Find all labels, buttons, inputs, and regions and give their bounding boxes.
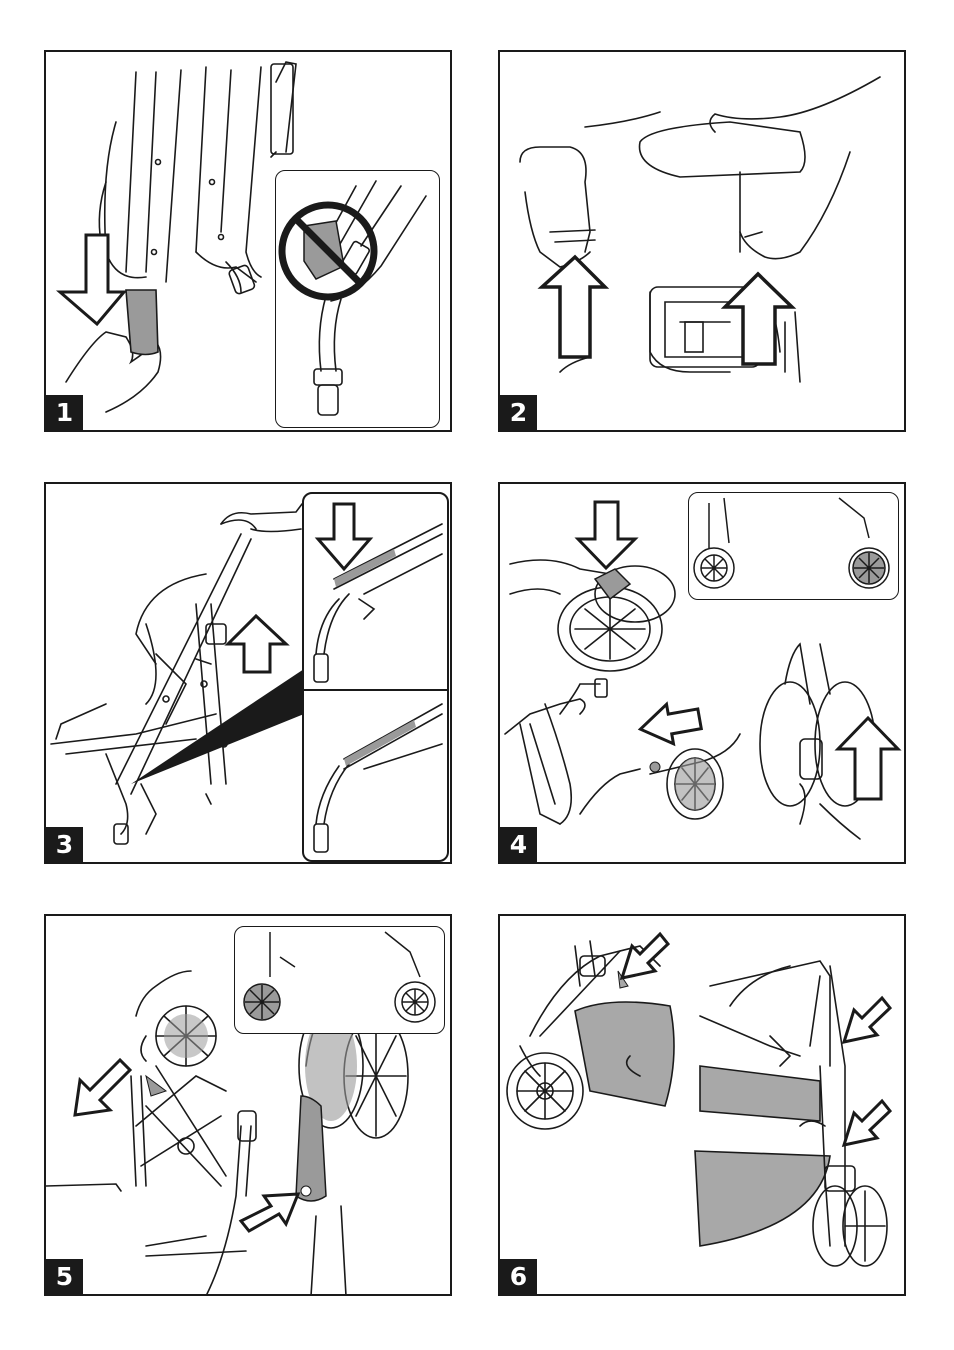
arrow-diagonal-icon <box>75 1060 130 1115</box>
step-panel-6: 6 <box>498 914 906 1296</box>
step-number: 3 <box>46 827 83 862</box>
step-6-illustration <box>500 916 906 1296</box>
arrow-diagonal-icon <box>844 998 890 1042</box>
arrow-down-icon <box>578 502 635 568</box>
arrow-down-icon <box>60 235 124 324</box>
step-number: 1 <box>46 395 83 430</box>
step-panel-4: 4 <box>498 482 906 864</box>
step-number: 4 <box>500 827 537 862</box>
step-panel-1: 1 <box>44 50 452 432</box>
step-panel-2: 2 <box>498 50 906 432</box>
arrow-down-icon <box>318 504 370 569</box>
prohibited-icon <box>282 205 374 297</box>
arrow-up-icon <box>542 257 605 357</box>
step-number: 5 <box>46 1259 83 1294</box>
step-number: 6 <box>500 1259 537 1294</box>
latch-part <box>126 290 158 355</box>
step-3-inset <box>302 492 449 862</box>
step-2-illustration <box>500 52 906 432</box>
arrow-up-icon <box>228 616 286 672</box>
step-1-inset <box>275 170 440 428</box>
arrow-diagonal-icon <box>844 1101 890 1145</box>
step-panel-5: 5 <box>44 914 452 1296</box>
step-number: 2 <box>500 395 537 430</box>
arrow-left-icon <box>637 699 703 749</box>
step-5-inset <box>234 926 445 1034</box>
step-4-inset <box>688 492 899 600</box>
arrow-diagonal-icon <box>241 1194 298 1231</box>
step-panel-3: 3 <box>44 482 452 864</box>
arrow-diagonal-icon <box>622 934 668 978</box>
arrow-up-icon <box>838 718 898 799</box>
